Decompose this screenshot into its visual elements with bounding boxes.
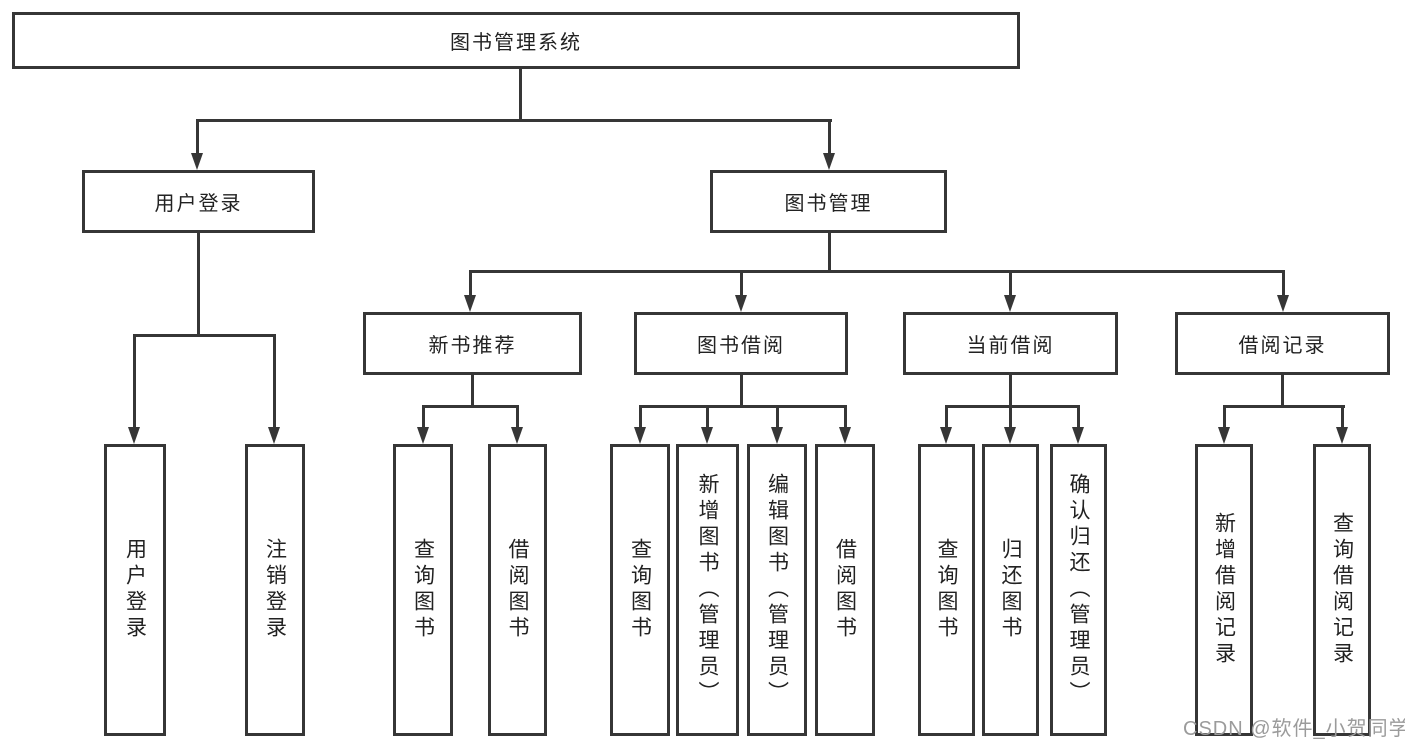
node-label: 注销登录 (263, 538, 287, 642)
arrow-down-icon (268, 427, 280, 444)
leaf-add-borrow-record: 新增借阅记录 (1195, 444, 1253, 736)
arrow-down-icon (701, 427, 713, 444)
node-label: 查询图书 (411, 538, 435, 642)
arrow-down-icon (771, 427, 783, 444)
arrow-down-icon (464, 295, 476, 312)
connector-line (1009, 375, 1012, 408)
connector-line (776, 405, 779, 428)
node-label: 借阅图书 (506, 538, 529, 642)
node-root-library-system: 图书管理系统 (12, 12, 1020, 69)
node-label: 借阅记录 (1238, 335, 1327, 357)
arrow-down-icon (1004, 427, 1016, 444)
node-label: 用户登录 (154, 193, 243, 215)
node-label: 查询图书 (935, 538, 958, 642)
arrow-down-icon (940, 427, 952, 444)
node-user-login-branch: 用户登录 (82, 170, 315, 233)
leaf-query-books-current: 查询图书 (918, 444, 975, 736)
node-label: 图书管理 (784, 193, 873, 215)
arrow-down-icon (511, 427, 523, 444)
connector-line (133, 334, 276, 337)
connector-line (422, 405, 425, 428)
node-label: 确认归还（管理员） (1067, 473, 1090, 707)
leaf-return-books: 归还图书 (982, 444, 1039, 736)
connector-line (133, 334, 136, 428)
connector-line (196, 119, 199, 154)
node-new-book-recommend: 新书推荐 (363, 312, 582, 375)
node-label: 用户登录 (123, 538, 147, 642)
connector-line (828, 119, 831, 154)
node-label: 图书借阅 (697, 335, 785, 357)
node-label: 归还图书 (999, 538, 1022, 642)
arrow-down-icon (839, 427, 851, 444)
connector-line (828, 233, 831, 273)
arrow-down-icon (1336, 427, 1348, 444)
arrow-down-icon (1004, 295, 1016, 312)
node-label: 图书管理系统 (450, 32, 582, 54)
leaf-borrow-books: 借阅图书 (815, 444, 875, 736)
node-book-borrow: 图书借阅 (634, 312, 848, 375)
node-label: 当前借阅 (966, 335, 1055, 357)
leaf-logout: 注销登录 (245, 444, 305, 736)
connector-line (945, 405, 1080, 408)
node-borrow-records: 借阅记录 (1175, 312, 1390, 375)
node-label: 查询图书 (628, 538, 652, 642)
leaf-user-login: 用户登录 (104, 444, 166, 736)
connector-line (1077, 405, 1080, 428)
arrow-down-icon (1277, 295, 1289, 312)
leaf-borrow-books-recommend: 借阅图书 (488, 444, 547, 736)
connector-line (1223, 405, 1345, 408)
node-label: 借阅图书 (833, 538, 857, 642)
leaf-edit-books-admin: 编辑图书（管理员） (747, 444, 807, 736)
connector-line (519, 68, 522, 121)
leaf-confirm-return-admin: 确认归还（管理员） (1050, 444, 1107, 736)
node-label: 新书推荐 (428, 335, 517, 357)
connector-line (740, 375, 743, 408)
connector-line (1009, 405, 1012, 428)
connector-line (469, 270, 1285, 273)
connector-line (471, 375, 474, 408)
connector-line (1223, 405, 1226, 428)
leaf-query-books-recommend: 查询图书 (393, 444, 453, 736)
arrow-down-icon (1218, 427, 1230, 444)
node-book-management-branch: 图书管理 (710, 170, 947, 233)
connector-line (844, 405, 847, 428)
leaf-query-books-borrow: 查询图书 (610, 444, 670, 736)
connector-line (1281, 375, 1284, 408)
csdn-watermark: CSDN @软件_小贺同学 (1183, 718, 1405, 740)
connector-line (273, 334, 276, 428)
leaf-query-borrow-record: 查询借阅记录 (1313, 444, 1371, 736)
leaf-add-books-admin: 新增图书（管理员） (676, 444, 739, 736)
connector-line (945, 405, 948, 428)
connector-line (1341, 405, 1344, 428)
node-label: 编辑图书（管理员） (765, 473, 789, 707)
arrow-down-icon (417, 427, 429, 444)
connector-line (706, 405, 709, 428)
node-label: 查询借阅记录 (1330, 512, 1354, 668)
arrow-down-icon (634, 427, 646, 444)
node-current-borrow: 当前借阅 (903, 312, 1118, 375)
connector-line (197, 233, 200, 337)
arrow-down-icon (1072, 427, 1084, 444)
connector-line (196, 119, 832, 122)
arrow-down-icon (191, 153, 203, 170)
connector-line (516, 405, 519, 428)
connector-line (1282, 270, 1285, 297)
arrow-down-icon (128, 427, 140, 444)
connector-line (740, 270, 743, 297)
node-label: 新增图书（管理员） (696, 473, 719, 707)
arrow-down-icon (735, 295, 747, 312)
connector-line (1009, 270, 1012, 297)
connector-line (469, 270, 472, 297)
arrow-down-icon (823, 153, 835, 170)
connector-line (639, 405, 642, 428)
connector-line (422, 405, 519, 408)
connector-line (639, 405, 847, 408)
node-label: 新增借阅记录 (1212, 512, 1236, 668)
